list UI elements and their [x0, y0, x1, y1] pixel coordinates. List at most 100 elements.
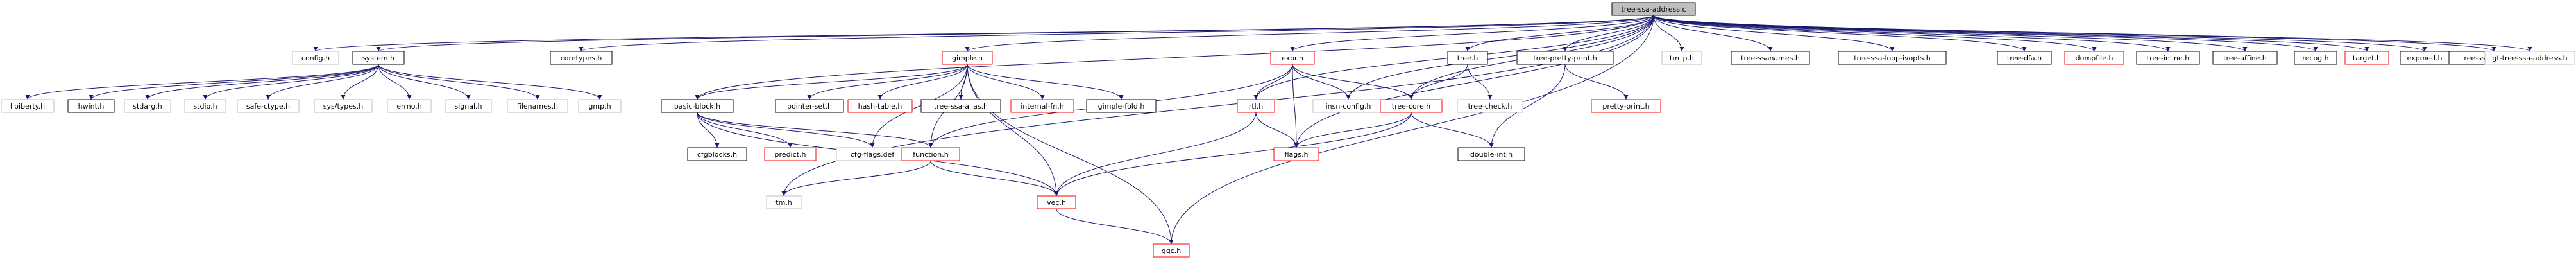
node-filenames[interactable]: filenames.h [507, 99, 568, 113]
node-insnconfig[interactable]: insn-config.h [1312, 99, 1384, 113]
node-errno[interactable]: errno.h [387, 99, 432, 113]
node-label-stdarg: stdarg.h [133, 102, 162, 110]
node-label-config: config.h [301, 54, 330, 62]
edge-system-to-hwint [89, 64, 379, 100]
edge-system-to-filenames [378, 64, 540, 100]
node-stdarg[interactable]: stdarg.h [124, 99, 171, 113]
edge-basicblock-to-function [697, 112, 933, 148]
node-ggc[interactable]: ggc.h [1153, 243, 1190, 258]
node-box-hashtable [847, 99, 913, 113]
node-stdio[interactable]: stdio.h [184, 99, 226, 113]
node-root[interactable]: tree-ssa-address.c [1611, 2, 1696, 16]
node-recog[interactable]: recog.h [2294, 51, 2337, 65]
node-box-expr [1270, 51, 1315, 65]
node-gimple[interactable]: gimple.h [942, 51, 993, 65]
node-label-libiberty: libiberty.h [10, 102, 45, 110]
node-pointerset[interactable]: pointer-set.h [775, 99, 844, 113]
node-config[interactable]: config.h [292, 51, 339, 65]
node-box-function [901, 147, 960, 161]
node-label-hashtable: hash-table.h [858, 102, 902, 110]
node-hashtable[interactable]: hash-table.h [847, 99, 913, 113]
node-box-prettyprint [1591, 99, 1661, 113]
edge-function-to-vec [930, 160, 1059, 197]
node-tm[interactable]: tm.h [766, 195, 802, 209]
edge-treepp-to-doubleint [1489, 64, 1566, 148]
node-box-ssaalias [920, 99, 1001, 113]
edge-root-to-treeinline [1653, 15, 2171, 52]
node-tree[interactable]: tree.h [1447, 51, 1488, 65]
node-label-signal: signal.h [454, 102, 482, 110]
node-box-gimplefold [1086, 99, 1157, 113]
node-treedfa[interactable]: tree-dfa.h [1997, 51, 2052, 65]
node-cfgblocks[interactable]: cfgblocks.h [687, 147, 747, 161]
node-loopivopts[interactable]: tree-ssa-loop-ivopts.h [1838, 51, 1947, 65]
node-doubleint[interactable]: double-int.h [1457, 147, 1525, 161]
node-treeinline[interactable]: tree-inline.h [2136, 51, 2200, 65]
edge-gimple-to-hashtable [877, 64, 968, 100]
node-treecheck[interactable]: tree-check.h [1457, 99, 1523, 113]
node-gt[interactable]: gt-tree-ssa-address.h [2484, 51, 2575, 65]
node-box-signal [445, 99, 492, 113]
edge-gimple-to-gimplefold [967, 64, 1124, 100]
node-expr[interactable]: expr.h [1270, 51, 1315, 65]
node-box-treecore [1380, 99, 1443, 113]
node-rtl[interactable]: rtl.h [1237, 99, 1275, 113]
edge-treecore-to-flags [1294, 112, 1412, 148]
node-prettyprint[interactable]: pretty-print.h [1591, 99, 1661, 113]
edge-root-to-flags [1294, 15, 1654, 148]
node-safectype[interactable]: safe-ctype.h [237, 99, 300, 113]
node-libiberty[interactable]: libiberty.h [1, 99, 55, 113]
edge-system-to-libiberty [25, 64, 379, 100]
node-treecore[interactable]: tree-core.h [1380, 99, 1443, 113]
node-label-ssaalias: tree-ssa-alias.h [934, 102, 988, 110]
node-systypes[interactable]: sys/types.h [314, 99, 373, 113]
node-gimplefold[interactable]: gimple-fold.h [1086, 99, 1157, 113]
node-label-treedfa: tree-dfa.h [2007, 54, 2042, 62]
edge-root-to-loopivopts [1653, 15, 1895, 52]
edge-expr-to-insnconfig [1292, 64, 1351, 100]
node-dumpfile[interactable]: dumpfile.h [2064, 51, 2124, 65]
node-treepp[interactable]: tree-pretty-print.h [1516, 51, 1614, 65]
node-expmed[interactable]: expmed.h [2400, 51, 2450, 65]
node-affine[interactable]: tree-affine.h [2212, 51, 2278, 65]
node-box-ggc [1153, 243, 1190, 258]
node-box-systypes [314, 99, 373, 113]
node-label-tmp: tm_p.h [1670, 54, 1694, 62]
node-box-config [292, 51, 339, 65]
edge-root-to-expr [1290, 15, 1654, 52]
node-label-target: target.h [2353, 54, 2381, 62]
node-internalfn[interactable]: internal-fn.h [1010, 99, 1074, 113]
node-gmp[interactable]: gmp.h [578, 99, 622, 113]
edge-vec-to-ggc [1056, 208, 1174, 245]
node-basicblock[interactable]: basic-block.h [661, 99, 734, 113]
node-label-cfgflags: cfg-flags.def [851, 150, 895, 159]
edge-gimple-to-basicblock [695, 64, 968, 100]
node-label-treeinline: tree-inline.h [2147, 54, 2189, 62]
node-system[interactable]: system.h [352, 51, 405, 65]
node-label-predict: predict.h [775, 150, 806, 159]
node-hwint[interactable]: hwint.h [67, 99, 115, 113]
node-label-treecheck: tree-check.h [1468, 102, 1513, 110]
node-target[interactable]: target.h [2344, 51, 2389, 65]
node-function[interactable]: function.h [901, 147, 960, 161]
edge-root-to-config [314, 15, 1654, 52]
node-label-hwint: hwint.h [78, 102, 105, 110]
node-signal[interactable]: signal.h [445, 99, 492, 113]
node-label-errno: errno.h [396, 102, 421, 110]
node-tmp[interactable]: tm_p.h [1661, 51, 1702, 65]
node-label-rtl: rtl.h [1249, 102, 1263, 110]
edge-root-to-recog [1653, 15, 2318, 52]
node-label-function: function.h [913, 150, 948, 159]
node-box-dumpfile [2064, 51, 2124, 65]
node-vec[interactable]: vec.h [1037, 195, 1076, 209]
node-cfgflags[interactable]: cfg-flags.def [836, 147, 909, 161]
edge-system-to-signal [378, 64, 471, 100]
node-predict[interactable]: predict.h [764, 147, 817, 161]
node-flags[interactable]: flags.h [1273, 147, 1319, 161]
node-ssanames[interactable]: tree-ssanames.h [1731, 51, 1810, 65]
node-coretypes[interactable]: coretypes.h [550, 51, 613, 65]
node-label-recog: recog.h [2302, 54, 2328, 62]
node-label-expr: expr.h [1282, 54, 1303, 62]
node-ssaalias[interactable]: tree-ssa-alias.h [920, 99, 1001, 113]
edge-system-to-systypes [341, 64, 379, 100]
